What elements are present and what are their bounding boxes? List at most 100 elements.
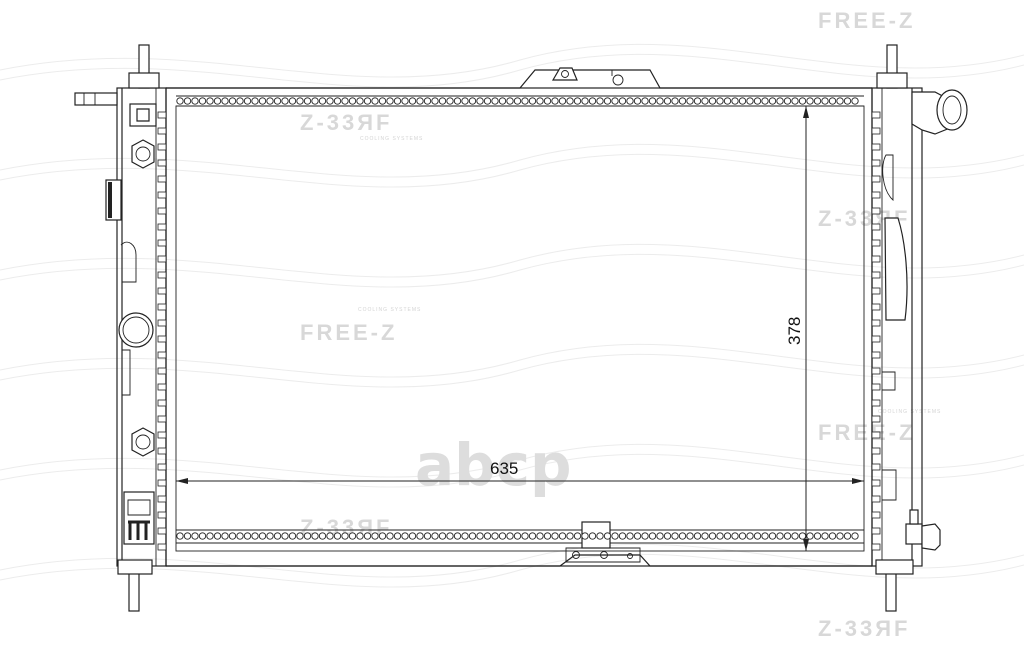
tank-tick [871, 351, 881, 359]
tube-bead [303, 97, 312, 105]
tube-bead [326, 532, 334, 540]
tube-bead [663, 532, 672, 540]
tank-tick [871, 255, 881, 263]
tube-bead [386, 532, 394, 540]
tank-tick [157, 383, 167, 391]
tube-bead [251, 532, 259, 540]
watermark-brand-mirrored: Z-33ЯF [818, 616, 911, 641]
tank-tick [871, 271, 881, 279]
tube-bead [596, 532, 604, 540]
left-tank [74, 44, 167, 612]
tank-tick [157, 351, 167, 359]
tube-bead [243, 97, 252, 105]
tube-bead [678, 97, 687, 105]
tube-bead [183, 532, 192, 540]
tube-bead [671, 97, 679, 105]
tube-bead [776, 532, 784, 540]
tube-bead [461, 532, 469, 540]
tube-bead [446, 97, 454, 105]
tube-bead [393, 532, 402, 540]
tube-bead [648, 97, 657, 105]
tube-bead [258, 532, 267, 540]
tube-bead [641, 532, 649, 540]
right-tank-ticks [871, 111, 881, 551]
tube-bead [341, 532, 349, 540]
hex-nut-upper [131, 139, 155, 169]
tank-tick [157, 495, 167, 503]
watermark-tagline: COOLING SYSTEMS [360, 136, 423, 142]
tube-bead [693, 532, 702, 540]
tube-bead [753, 532, 762, 540]
tube-bead [341, 97, 349, 105]
tube-bead [573, 532, 582, 540]
tube-bead [213, 97, 222, 105]
tube-bead [221, 97, 229, 105]
tank-tick [871, 303, 881, 311]
tank-tick [871, 543, 881, 551]
tube-bead [176, 97, 184, 105]
tank-tick [871, 399, 881, 407]
tube-bead [851, 97, 859, 105]
tube-bead [618, 97, 627, 105]
tank-tick [871, 415, 881, 423]
tank-tick [871, 143, 881, 151]
tube-bead [371, 532, 379, 540]
tank-tick [157, 271, 167, 279]
tube-bead [821, 532, 829, 540]
tube-bead [566, 532, 574, 540]
tube-bead [333, 97, 342, 105]
tube-bead [356, 97, 364, 105]
tube-bead [701, 532, 709, 540]
tube-bead [288, 532, 297, 540]
tube-bead [416, 532, 424, 540]
watermark-tagline: COOLING SYSTEMS [358, 307, 421, 313]
tube-bead [476, 97, 484, 105]
tube-bead [836, 97, 844, 105]
tank-tick [871, 383, 881, 391]
tube-bead [236, 532, 244, 540]
tube-bead [228, 532, 237, 540]
tube-bead [633, 532, 642, 540]
tank-tick [157, 303, 167, 311]
tube-bead [626, 532, 634, 540]
watermark-brand: FREE-Z [300, 320, 397, 345]
tube-bead [228, 97, 237, 105]
tank-tick [871, 159, 881, 167]
tank-tick [871, 287, 881, 295]
tank-tick [157, 543, 167, 551]
tank-tick [157, 431, 167, 439]
tank-tick [157, 319, 167, 327]
tube-bead [243, 532, 252, 540]
tank-tick [871, 127, 881, 135]
tube-bead [768, 97, 777, 105]
height-dimension-label: 378 [785, 317, 804, 345]
tank-tick [157, 143, 167, 151]
tube-bead [723, 97, 732, 105]
tube-bead [746, 532, 754, 540]
watermark-waves [0, 43, 1024, 588]
tube-bead [791, 97, 799, 105]
tube-bead [453, 532, 462, 540]
tube-bead [761, 532, 769, 540]
tank-tick [871, 319, 881, 327]
tank-tick [157, 239, 167, 247]
tube-bead [258, 97, 267, 105]
tube-bead [626, 97, 634, 105]
tube-bead [843, 97, 852, 105]
tube-bead [551, 97, 559, 105]
tube-bead [176, 532, 184, 540]
tube-bead [828, 97, 837, 105]
tube-bead [198, 532, 207, 540]
tube-bead [543, 532, 552, 540]
tube-bead [513, 97, 522, 105]
tube-bead [611, 532, 619, 540]
tube-bead [453, 97, 462, 105]
top-bracket [551, 67, 624, 86]
tube-bead [363, 97, 372, 105]
tube-bead [311, 97, 319, 105]
tube-bead [693, 97, 702, 105]
tube-bead [371, 97, 379, 105]
tube-bead [618, 532, 627, 540]
tube-bead [536, 532, 544, 540]
